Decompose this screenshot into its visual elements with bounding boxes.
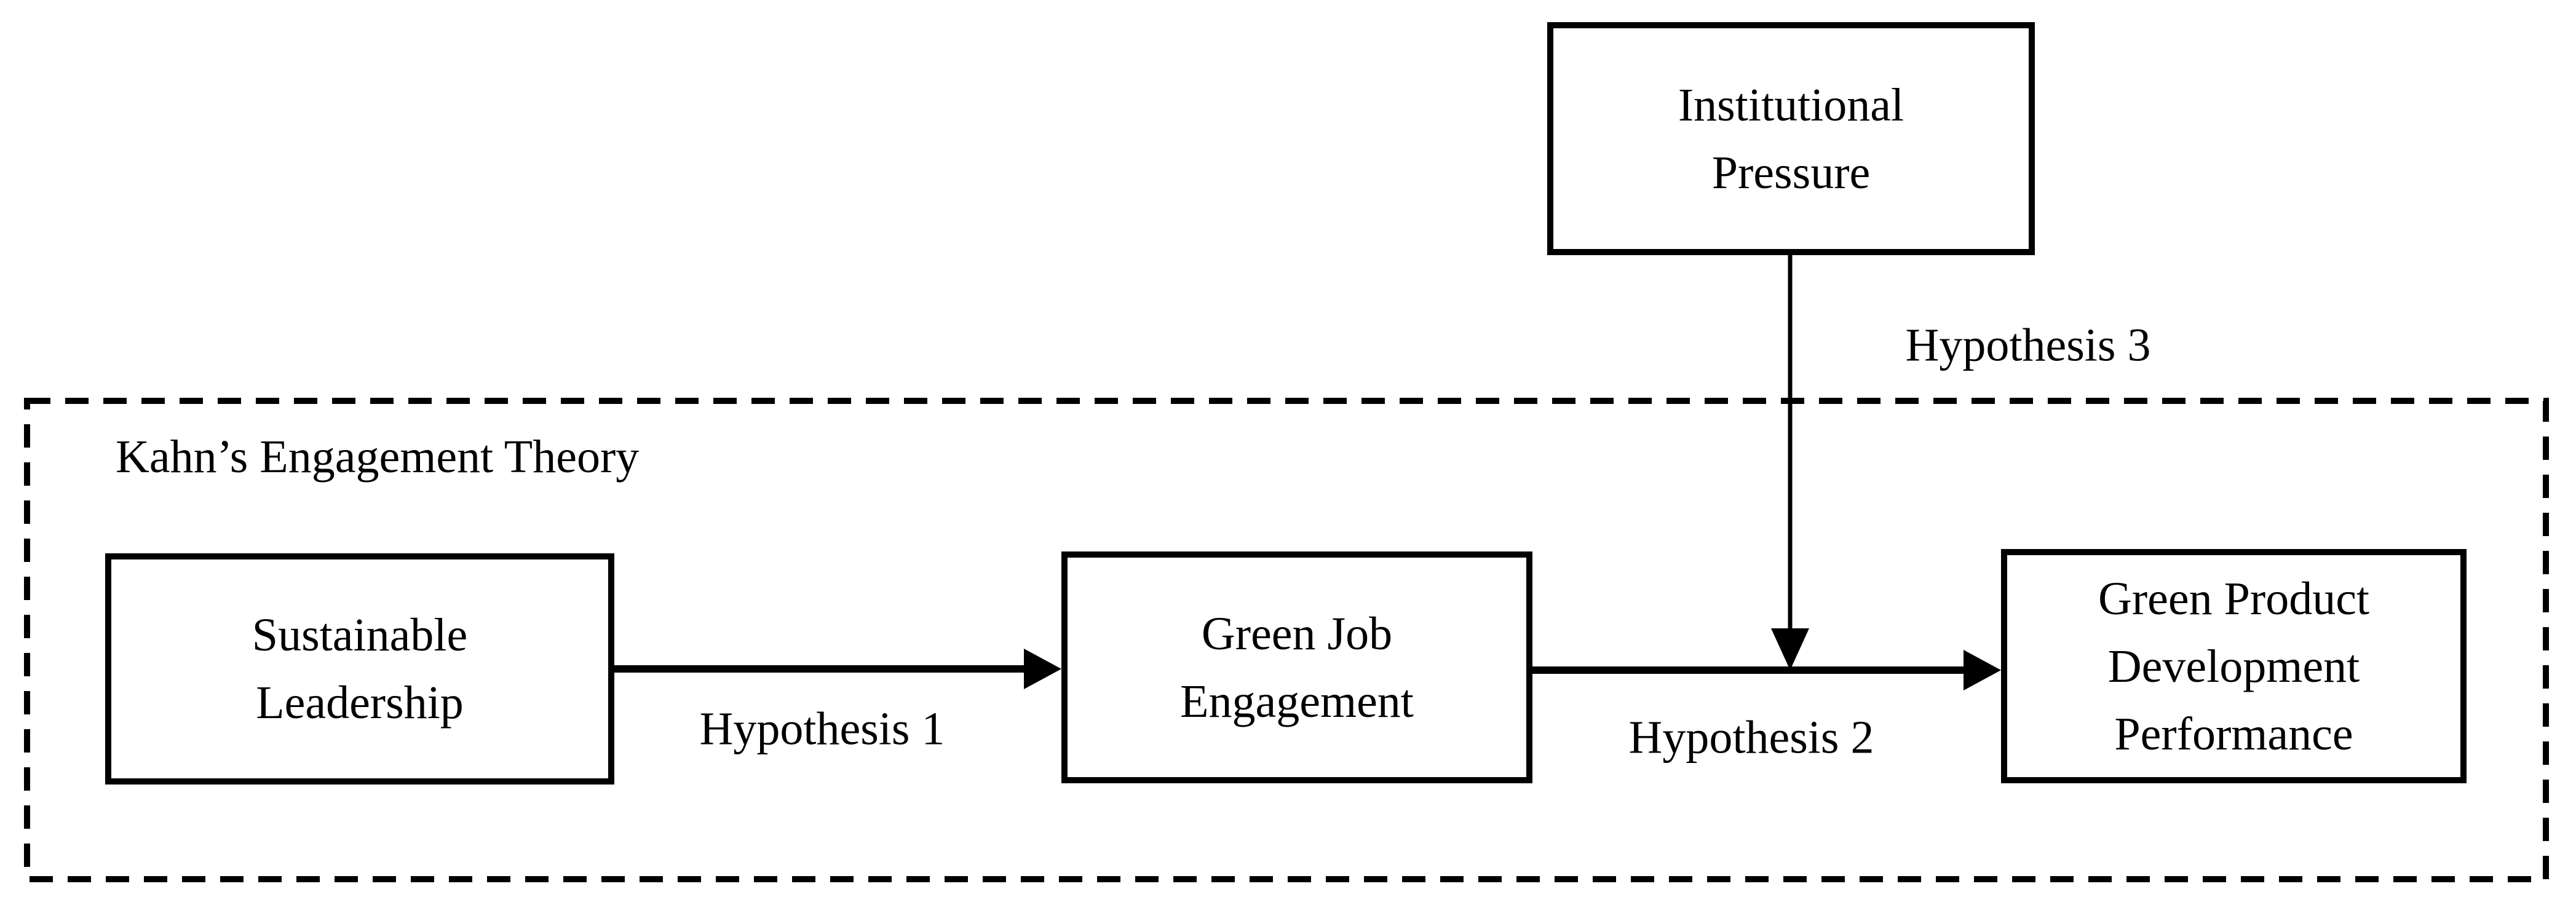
- sustainable-leadership-label-line1: Sustainable: [252, 609, 468, 661]
- hypothesis-1-arrowhead: [1024, 649, 1061, 689]
- hypothesis-3-arrowhead: [1771, 628, 1809, 670]
- hypothesis-2-label: Hypothesis 2: [1628, 711, 1874, 764]
- hypothesis-2-arrowhead: [1964, 650, 2001, 690]
- institutional-pressure-box: Institutional Pressure: [1547, 22, 2035, 255]
- sustainable-leadership-label-line2: Leadership: [256, 677, 464, 729]
- green-product-development-performance-box: Green Product Development Performance: [2001, 549, 2467, 783]
- kahn-theory-title: Kahn’s Engagement Theory: [116, 431, 640, 483]
- kahn-theory-dashed-border: [24, 398, 2549, 882]
- hypothesis-1-label: Hypothesis 1: [699, 703, 945, 755]
- green-job-engagement-label-line2: Engagement: [1180, 675, 1414, 727]
- green-product-label-line1: Green Product: [2098, 572, 2370, 625]
- green-product-label-line2: Development: [2107, 640, 2360, 692]
- green-job-engagement-label-line1: Green Job: [1201, 607, 1393, 660]
- institutional-pressure-label-line1: Institutional: [1678, 79, 1904, 131]
- hypothesis-3-label: Hypothesis 3: [1905, 319, 2151, 371]
- green-product-label-line3: Performance: [2114, 708, 2353, 760]
- institutional-pressure-label-line2: Pressure: [1711, 146, 1871, 199]
- sustainable-leadership-box: Sustainable Leadership: [105, 553, 614, 784]
- green-job-engagement-box: Green Job Engagement: [1061, 551, 1532, 783]
